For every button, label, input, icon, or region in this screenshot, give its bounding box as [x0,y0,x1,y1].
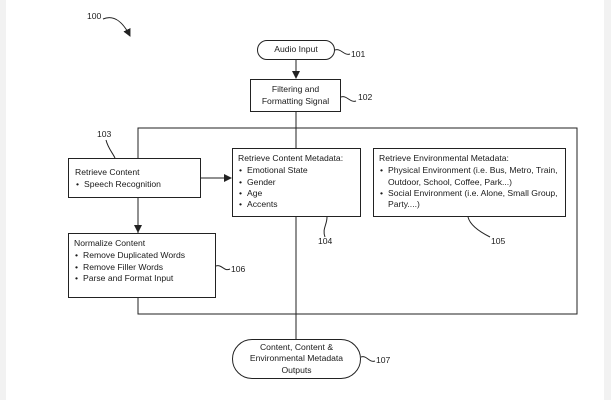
audio-input-label: Audio Input [274,44,318,55]
ref-101: 101 [351,49,366,59]
list-item: Emotional State [238,165,355,177]
retrieve-content-title: Retrieve Content [75,167,140,177]
environmental-metadata-title: Retrieve Environmental Metadata: [379,153,509,163]
figure-pointer-arrow [102,17,131,37]
normalize-content-node: Normalize Content Remove Duplicated Word… [68,233,216,298]
list-item: Remove Duplicated Words [74,250,210,262]
list-item: Physical Environment (i.e. Bus, Metro, T… [379,165,560,188]
ref-105: 105 [491,236,506,246]
retrieve-content-node: Retrieve Content Speech Recognition [68,158,201,198]
ref-leader-105 [467,216,491,238]
ref-leader-101 [334,49,351,55]
ref-leader-102 [340,96,357,102]
ref-103: 103 [97,129,112,139]
environmental-metadata-list: Physical Environment (i.e. Bus, Metro, T… [379,165,560,210]
ref-leader-107 [360,356,376,362]
outputs-label: Content, Content & Environmental Metadat… [249,342,344,375]
figure-reference-number: 100 [87,11,102,21]
filtering-formatting-node: Filtering and Formatting Signal [250,79,341,112]
ref-104: 104 [318,236,333,246]
list-item: Gender [238,177,355,189]
ref-leader-103 [105,139,116,159]
list-item: Remove Filler Words [74,262,210,274]
normalize-content-title: Normalize Content [74,238,146,248]
list-item: Parse and Format Input [74,273,210,285]
filtering-formatting-label: Filtering and Formatting Signal [261,84,330,106]
content-metadata-node: Retrieve Content Metadata: Emotional Sta… [232,148,361,217]
ref-102: 102 [358,92,373,102]
ref-leader-106 [215,265,231,271]
list-item: Accents [238,199,355,211]
content-metadata-list: Emotional State Gender Age Accents [238,165,355,211]
ref-leader-104 [323,216,328,238]
audio-input-node: Audio Input [257,40,335,60]
outputs-node: Content, Content & Environmental Metadat… [232,339,361,379]
list-item: Age [238,188,355,200]
normalize-content-list: Remove Duplicated Words Remove Filler Wo… [74,250,210,284]
environmental-metadata-node: Retrieve Environmental Metadata: Physica… [373,148,566,217]
retrieve-content-list: Speech Recognition [75,179,194,191]
list-item: Speech Recognition [75,179,194,191]
ref-106: 106 [231,264,246,274]
ref-107: 107 [376,355,391,365]
list-item: Social Environment (i.e. Alone, Small Gr… [379,188,560,211]
content-metadata-title: Retrieve Content Metadata: [238,153,344,163]
